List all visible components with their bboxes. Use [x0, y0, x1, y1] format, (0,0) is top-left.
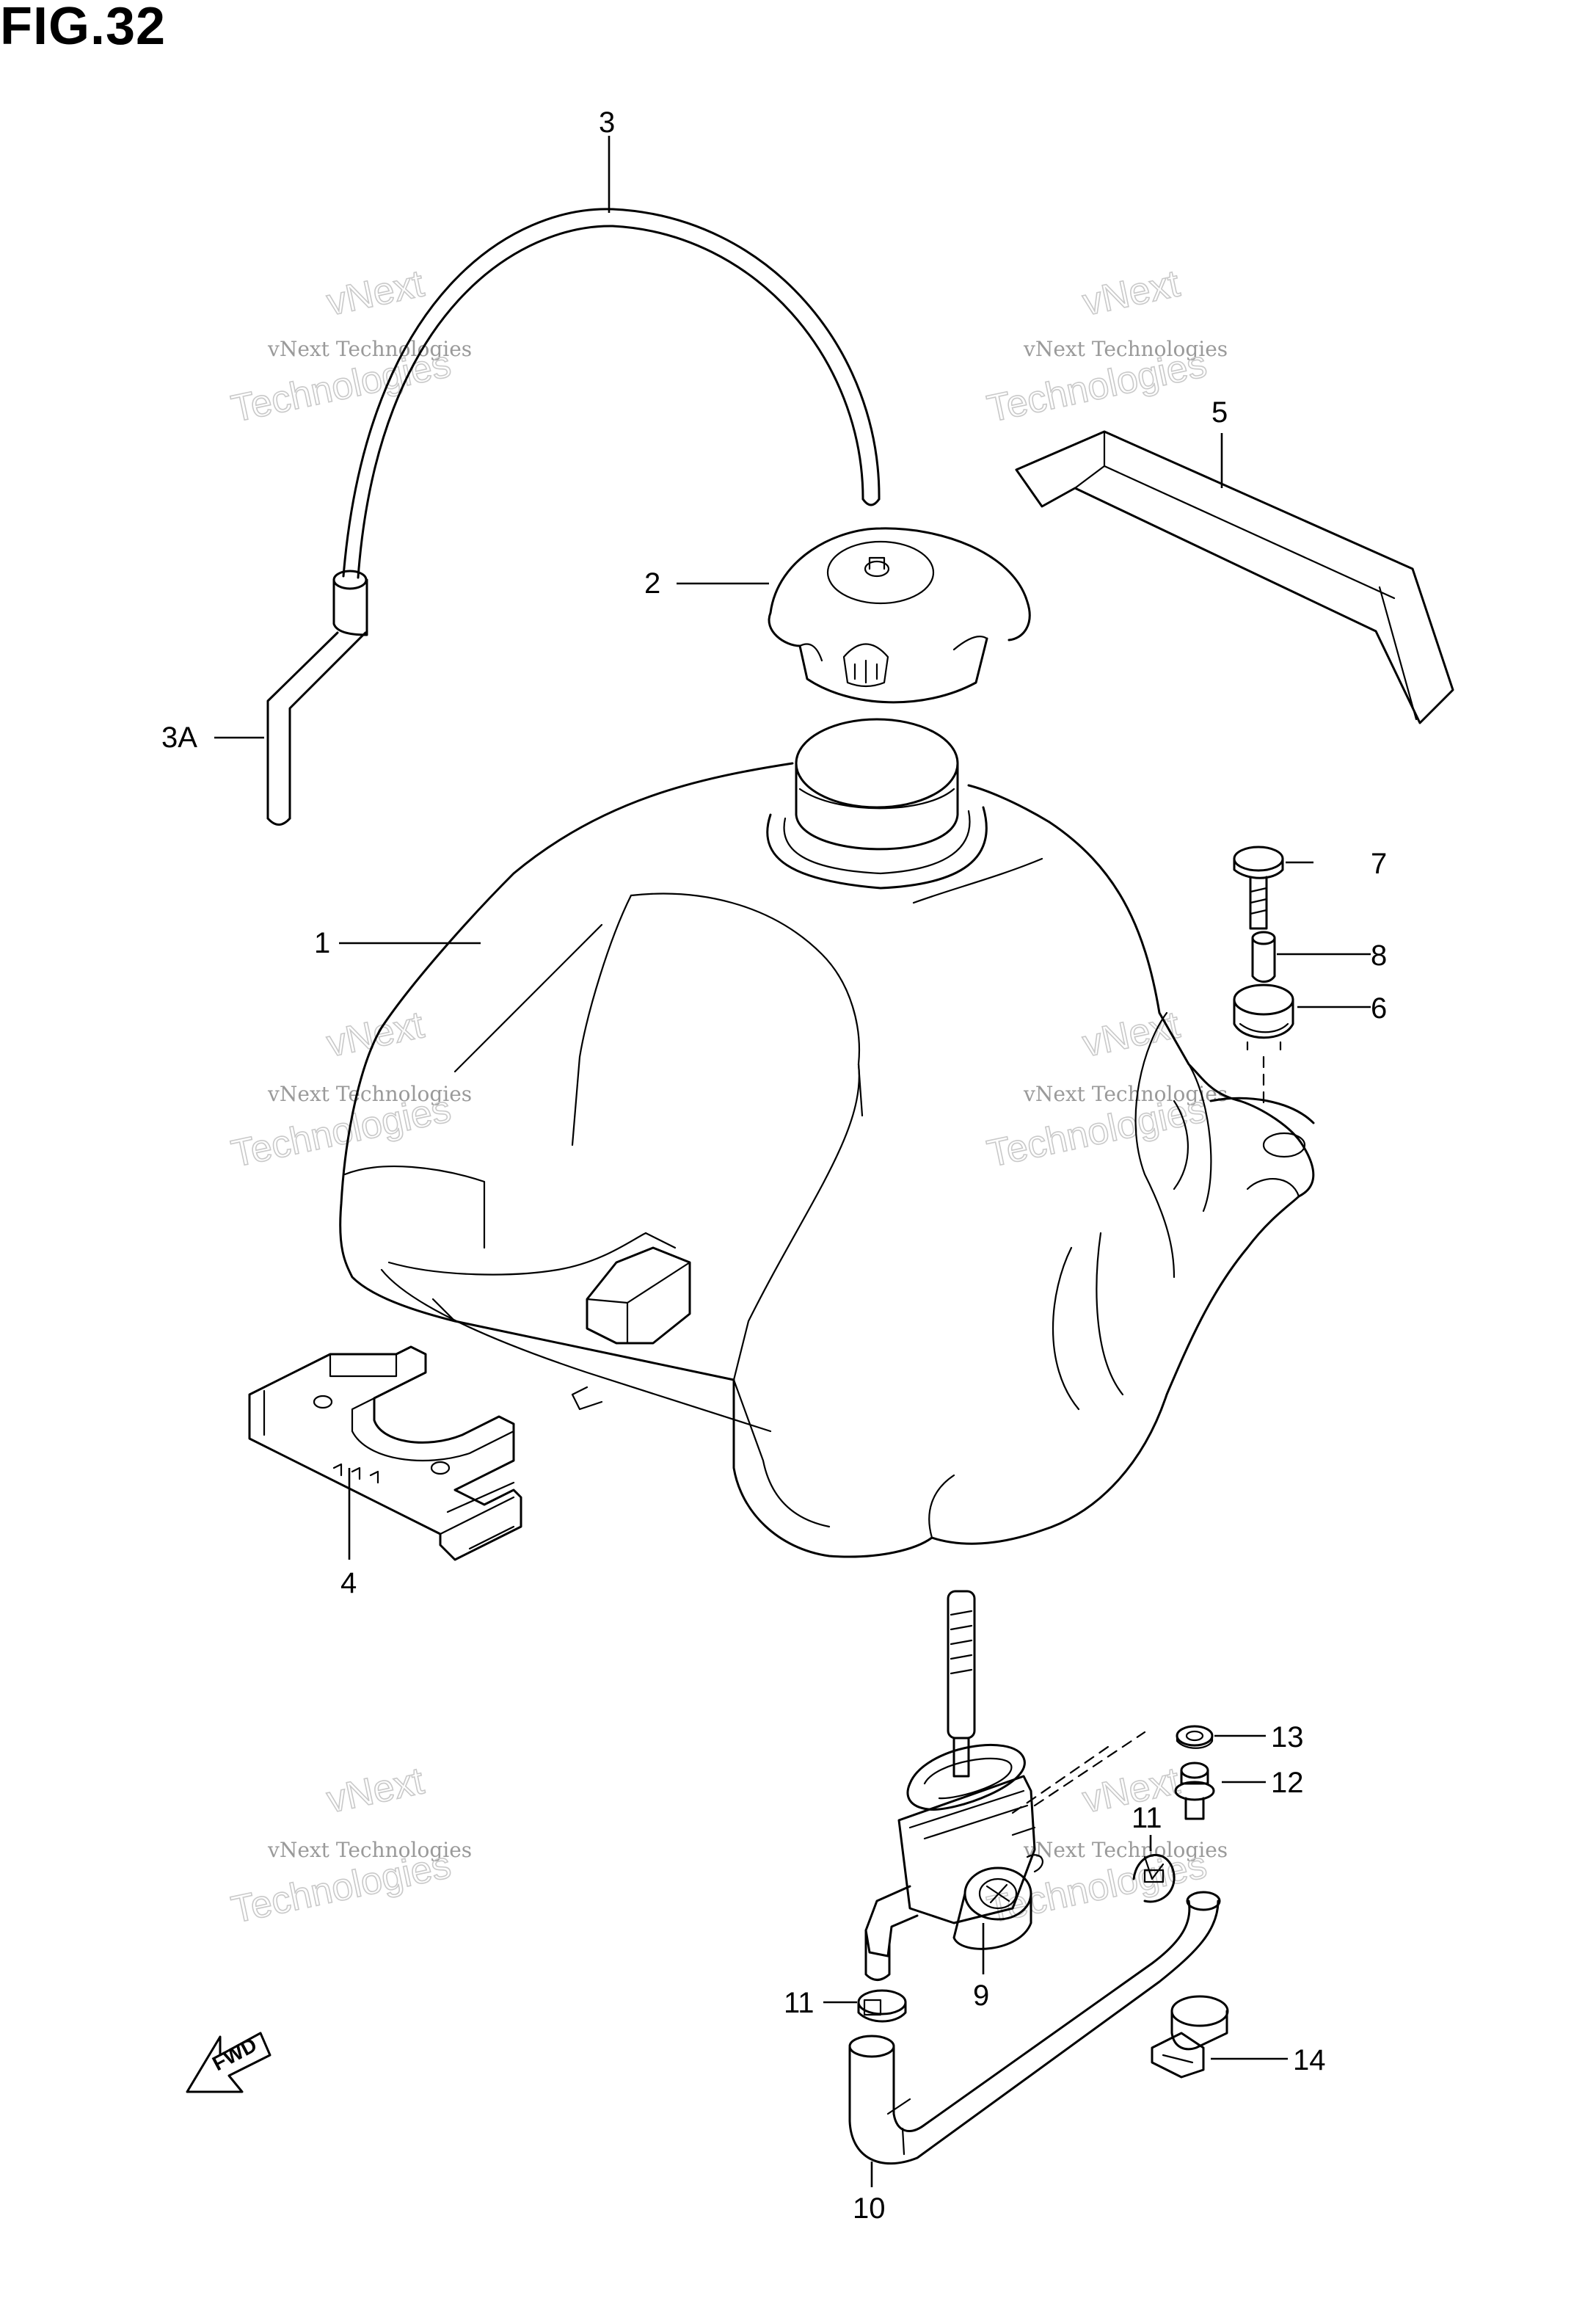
watermark-text: vNext [323, 1759, 428, 1821]
watermark-text: vNext Technologies [267, 337, 472, 361]
callout-3a: 3A [161, 721, 197, 754]
watermark-text: vNext Technologies [267, 1838, 472, 1862]
callout-2: 2 [644, 567, 660, 600]
callout-11-upper: 11 [1132, 1802, 1162, 1834]
watermark-text: vNext Technologies [1023, 1082, 1228, 1106]
watermark-bottom-left: vNext vNext Technologies Technologies [227, 1759, 473, 1932]
callout-4: 4 [340, 1567, 357, 1599]
callout-labels: 3 2 3A 1 5 7 8 6 4 9 10 11 11 12 13 14 [161, 106, 1387, 2225]
callout-12: 12 [1271, 1767, 1304, 1799]
part-clamp-11-upper [1132, 1854, 1176, 1903]
part-fuel-tank [339, 718, 1315, 1558]
leader-lines [214, 136, 1371, 2187]
watermark-top-right: vNext vNext Technologies Technologies [983, 261, 1228, 431]
forward-direction-arrow: FWD [186, 2032, 272, 2093]
callout-14: 14 [1293, 2044, 1326, 2076]
watermark-text: vNext [1079, 1003, 1184, 1065]
callout-10: 10 [853, 2192, 886, 2225]
part-washer-13 [1176, 1725, 1214, 1749]
callout-8: 8 [1371, 939, 1387, 972]
watermark-text: vNext Technologies [1023, 1838, 1228, 1862]
part-mounting-bracket [248, 1345, 522, 1561]
watermark-text: vNext [323, 262, 428, 324]
part-fuel-cock [864, 1590, 1146, 1981]
callout-5: 5 [1211, 396, 1228, 429]
callout-11-lower: 11 [784, 1987, 815, 2019]
watermark-top-left: vNext vNext Technologies Technologies [227, 261, 473, 431]
figure-title: FIG.32 [0, 0, 167, 56]
callout-3: 3 [599, 106, 615, 139]
callout-6: 6 [1371, 992, 1387, 1025]
part-tank-strap [1015, 430, 1454, 724]
part-clamp-11-lower [857, 1989, 907, 2023]
watermark-text: vNext Technologies [267, 1082, 472, 1106]
callout-9: 9 [973, 1980, 989, 2012]
part-fuel-hose [848, 1891, 1221, 2165]
part-clamp-14 [1151, 1995, 1229, 2079]
watermark-text: vNext [323, 1003, 428, 1065]
callout-1: 1 [314, 927, 330, 959]
part-collar-8 [1251, 931, 1276, 983]
part-hose-fitting [266, 570, 368, 826]
part-cushion-6 [1233, 984, 1294, 1051]
fwd-label: FWD [208, 2033, 260, 2075]
part-bolt-7 [1233, 846, 1284, 930]
part-bolt-12 [1174, 1762, 1215, 1820]
part-breather-hose [342, 208, 881, 579]
callout-13: 13 [1271, 1721, 1304, 1753]
watermark-mid-left: vNext vNext Technologies Technologies [227, 1003, 473, 1176]
watermark-text: vNext Technologies [1023, 337, 1228, 361]
callout-7: 7 [1371, 848, 1387, 880]
watermark-text: vNext [1079, 262, 1184, 324]
watermark-mid-right: vNext vNext Technologies Technologies [983, 1003, 1228, 1176]
part-fuel-cap [768, 527, 1031, 704]
